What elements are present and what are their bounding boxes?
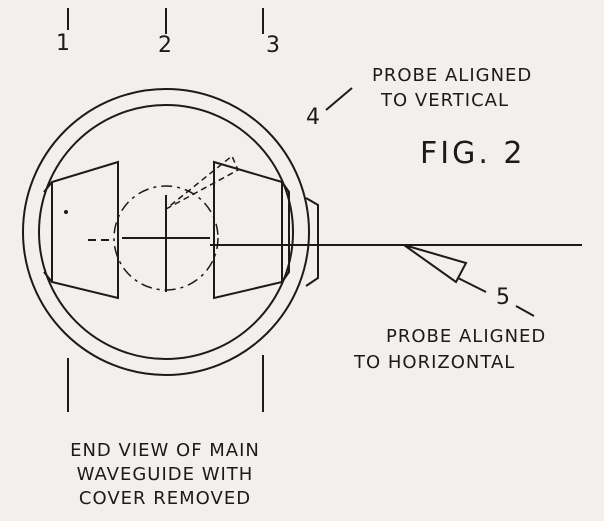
column-label-1: 1 [56, 31, 70, 56]
vertical-probe-label-line-1: PROBE ALIGNED [372, 65, 533, 86]
leader-line-5-tail [515, 305, 535, 317]
caption-line-2: WAVEGUIDE WITH [76, 464, 254, 485]
waveguide-outer-circle [22, 88, 310, 376]
callout-number-4: 4 [306, 105, 320, 130]
right-chamber [213, 160, 290, 300]
column-label-3: 3 [266, 33, 280, 58]
horizontal-probe-label-line-1: PROBE ALIGNED [386, 326, 547, 347]
side-tab [305, 197, 319, 287]
leader-line-4 [325, 87, 353, 111]
callout-number-5: 5 [496, 285, 510, 310]
caption-line-1: END VIEW OF MAIN [70, 440, 260, 461]
center-point [64, 210, 68, 214]
caption-line-3: COVER REMOVED [78, 488, 252, 509]
figure-title: FIG. 2 [420, 136, 526, 171]
horizontal-probe-arrow [403, 244, 468, 284]
left-chamber [43, 160, 119, 300]
vertical-probe-wedge [165, 154, 239, 210]
horizontal-probe-label-line-2: TO HORIZONTAL [354, 352, 516, 373]
vertical-probe-label-line-2: TO VERTICAL [381, 90, 509, 111]
waveguide-inner-circle [38, 104, 294, 360]
leader-line-5 [457, 277, 487, 293]
column-label-2: 2 [158, 33, 172, 58]
